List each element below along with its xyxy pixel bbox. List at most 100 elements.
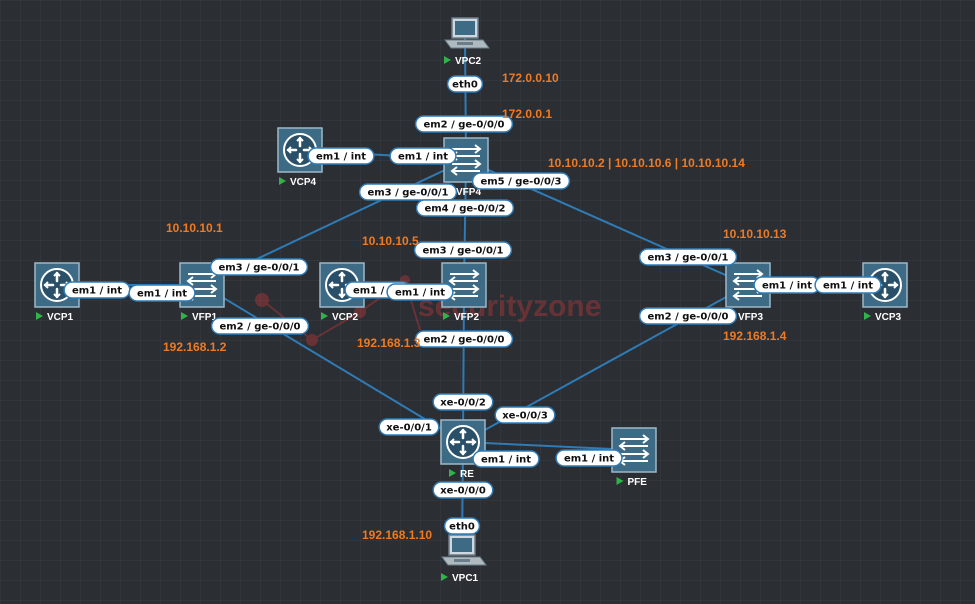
port-label-vfp4: em3 / ge-0/0/1 bbox=[358, 183, 458, 201]
svg-text:em3 / ge-0/0/1: em3 / ge-0/0/1 bbox=[367, 188, 448, 199]
node-name: VFP2 bbox=[454, 312, 479, 323]
status-play-icon bbox=[321, 312, 328, 320]
port-label-re: em1 / int bbox=[472, 450, 540, 468]
port-labels-layer: eth0 em2 / ge-0/0/0 em1 / int em1 / int em1 … bbox=[63, 75, 882, 535]
svg-text:em2 / ge-0/0/0: em2 / ge-0/0/0 bbox=[647, 312, 728, 323]
port-label-re: xe-0/0/0 bbox=[432, 481, 494, 499]
status-play-icon bbox=[441, 573, 448, 581]
svg-text:em1 / int: em1 / int bbox=[564, 454, 614, 465]
node-name: VCP3 bbox=[875, 312, 902, 323]
ip-label-vpc1: 192.168.1.10 bbox=[362, 528, 432, 542]
pc-icon bbox=[444, 17, 490, 49]
node-name: VCP4 bbox=[290, 177, 317, 188]
node-name: VCP2 bbox=[332, 312, 359, 323]
status-play-icon bbox=[279, 177, 286, 185]
node-name: VFP4 bbox=[456, 187, 481, 198]
ip-label-vfp1-em2: 192.168.1.2 bbox=[163, 340, 227, 354]
ip-label-vfp3-em3: 10.10.10.13 bbox=[723, 227, 787, 241]
node-label: PFE bbox=[616, 477, 648, 488]
node-name: PFE bbox=[628, 477, 648, 488]
port-label-vfp4: em1 / int bbox=[389, 147, 457, 165]
node-vpc2[interactable]: VPC2 bbox=[444, 17, 490, 67]
port-label-vpc1: eth0 bbox=[443, 517, 481, 535]
port-label-vpc2: eth0 bbox=[446, 75, 484, 93]
port-label-re: xe-0/0/2 bbox=[432, 393, 494, 411]
node-vpc1[interactable]: VPC1 bbox=[441, 534, 487, 584]
ip-label-vfp2-em3: 10.10.10.5 bbox=[362, 234, 419, 248]
status-play-icon bbox=[444, 56, 451, 64]
svg-text:em2 / ge-0/0/0: em2 / ge-0/0/0 bbox=[423, 120, 504, 131]
ip-label-vfp4-links: 10.10.10.2 | 10.10.10.6 | 10.10.10.14 bbox=[548, 156, 745, 170]
router-icon bbox=[440, 419, 486, 465]
status-play-icon bbox=[443, 312, 450, 320]
node-re[interactable]: RE bbox=[440, 419, 486, 480]
svg-text:em4 / ge-0/0/2: em4 / ge-0/0/2 bbox=[424, 204, 505, 215]
svg-text:em1 / int: em1 / int bbox=[72, 286, 122, 297]
port-label-vfp3: em1 / int bbox=[753, 276, 821, 294]
port-label-vfp1: em3 / ge-0/0/1 bbox=[209, 258, 309, 276]
status-play-icon bbox=[181, 312, 188, 320]
node-label: VCP1 bbox=[36, 312, 74, 323]
svg-text:xe-0/0/0: xe-0/0/0 bbox=[440, 486, 486, 497]
status-play-icon bbox=[36, 312, 43, 320]
node-label: VFP1 bbox=[181, 312, 217, 323]
svg-text:xe-0/0/1: xe-0/0/1 bbox=[386, 423, 432, 434]
node-label: VCP2 bbox=[321, 312, 359, 323]
ip-label-vfp4-em2: 172.0.0.1 bbox=[502, 107, 552, 121]
link-re-pfe bbox=[462, 441, 635, 451]
svg-text:xe-0/0/3: xe-0/0/3 bbox=[502, 411, 548, 422]
node-name: VFP3 bbox=[738, 312, 763, 323]
node-label: VPC2 bbox=[444, 56, 482, 67]
svg-text:em3 / ge-0/0/1: em3 / ge-0/0/1 bbox=[647, 253, 728, 264]
port-label-re: xe-0/0/3 bbox=[494, 406, 556, 424]
port-label-vcp1: em1 / int bbox=[63, 281, 131, 299]
svg-text:em5 / ge-0/0/3: em5 / ge-0/0/3 bbox=[480, 177, 561, 188]
node-label: VPC1 bbox=[441, 573, 479, 584]
ip-label-vfp2-em2: 192.168.1.3 bbox=[357, 336, 421, 350]
ip-labels: 172.0.0.10 172.0.0.1 10.10.10.2 | 10.10.… bbox=[163, 71, 787, 542]
ip-label-vpc2: 172.0.0.10 bbox=[502, 71, 559, 85]
port-label-vcp3: em1 / int bbox=[814, 276, 882, 294]
node-vcp2[interactable]: VCP2 bbox=[319, 262, 365, 323]
svg-text:em1 / int: em1 / int bbox=[316, 152, 366, 163]
svg-text:em3 / ge-0/0/1: em3 / ge-0/0/1 bbox=[218, 263, 299, 274]
node-name: RE bbox=[460, 469, 474, 480]
port-label-vfp1: em1 / int bbox=[128, 284, 196, 302]
node-name: VCP1 bbox=[47, 312, 74, 323]
svg-text:em1 / int: em1 / int bbox=[137, 289, 187, 300]
watermark: securityzone bbox=[255, 275, 601, 346]
status-play-icon bbox=[449, 469, 456, 477]
status-play-icon bbox=[864, 312, 871, 320]
node-name: VPC1 bbox=[452, 573, 479, 584]
port-label-vfp4: em4 / ge-0/0/2 bbox=[415, 199, 515, 217]
ip-label-vfp3-em2: 192.168.1.4 bbox=[723, 329, 787, 343]
ip-label-vfp1-em3: 10.10.10.1 bbox=[166, 221, 223, 235]
link-vfp2-re bbox=[462, 284, 465, 443]
svg-text:em1 / int: em1 / int bbox=[762, 281, 812, 292]
port-label-re: xe-0/0/1 bbox=[378, 418, 440, 436]
port-label-vfp1: em2 / ge-0/0/0 bbox=[210, 317, 310, 335]
svg-text:eth0: eth0 bbox=[452, 80, 478, 91]
node-name: VPC2 bbox=[455, 56, 482, 67]
svg-text:xe-0/0/2: xe-0/0/2 bbox=[440, 398, 486, 409]
svg-text:em1 / int: em1 / int bbox=[823, 281, 873, 292]
svg-text:em1 / int: em1 / int bbox=[353, 286, 403, 297]
port-label-vfp2: em3 / ge-0/0/1 bbox=[413, 241, 513, 259]
port-label-vfp3: em2 / ge-0/0/0 bbox=[638, 307, 738, 325]
svg-text:eth0: eth0 bbox=[449, 522, 475, 533]
port-label-vcp4: em1 / int bbox=[307, 147, 375, 165]
svg-text:em1 / int: em1 / int bbox=[481, 455, 531, 466]
node-label: VFP2 bbox=[443, 312, 479, 323]
node-name: VFP1 bbox=[192, 312, 217, 323]
svg-text:em3 / ge-0/0/1: em3 / ge-0/0/1 bbox=[422, 246, 503, 257]
port-label-vfp4: em2 / ge-0/0/0 bbox=[414, 115, 514, 133]
node-label: RE bbox=[449, 469, 474, 480]
link-vfp1-re bbox=[201, 284, 464, 443]
svg-text:em1 / int: em1 / int bbox=[398, 152, 448, 163]
node-vcp3[interactable]: VCP3 bbox=[862, 262, 908, 323]
port-label-vfp3: em3 / ge-0/0/1 bbox=[638, 248, 738, 266]
port-label-vfp4: em5 / ge-0/0/3 bbox=[471, 172, 571, 190]
svg-text:em2 / ge-0/0/0: em2 / ge-0/0/0 bbox=[423, 335, 504, 346]
